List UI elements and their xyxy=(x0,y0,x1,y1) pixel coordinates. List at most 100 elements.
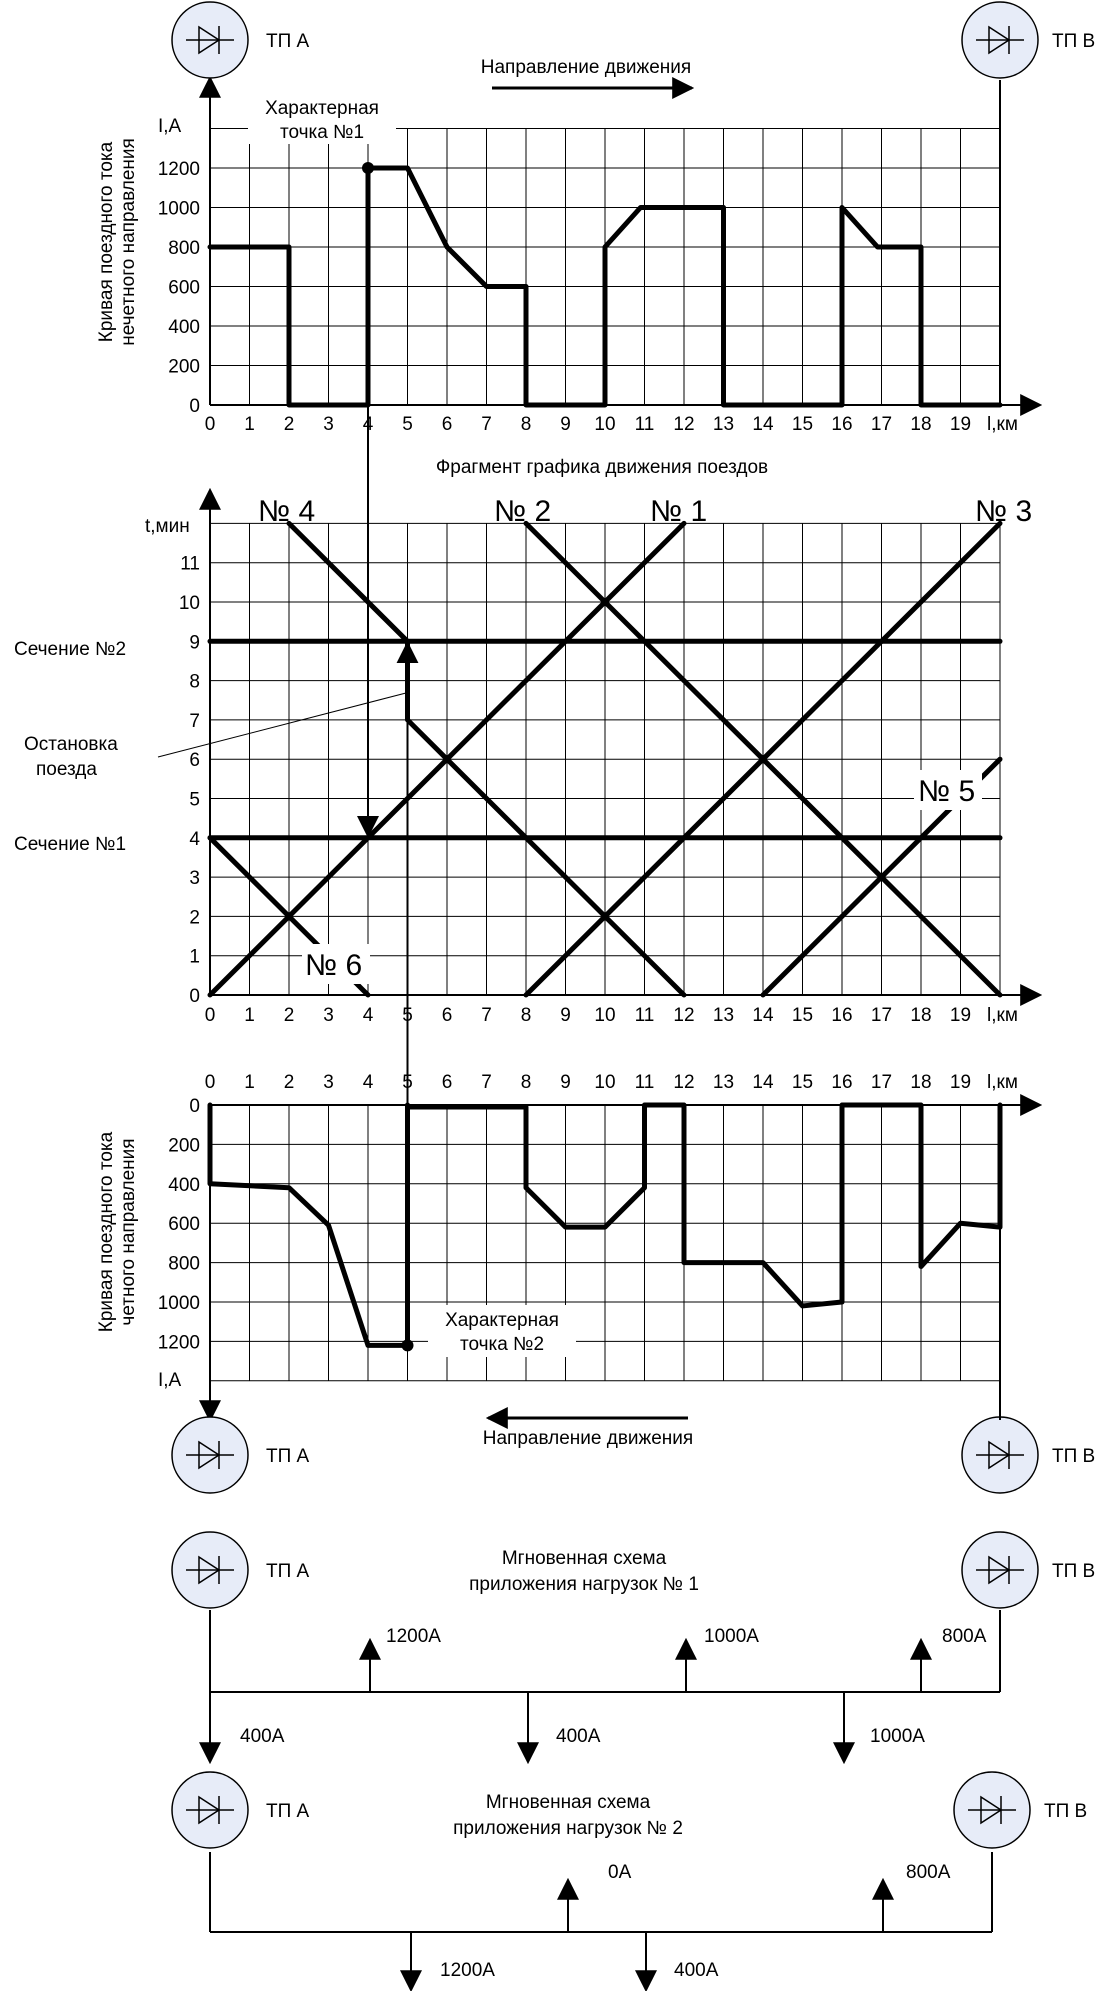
train-label-1: № 1 xyxy=(650,495,707,528)
diode-icon xyxy=(988,1555,1011,1585)
section-lines xyxy=(207,638,1003,841)
scheme-1-title-1: Мгновенная схема xyxy=(502,1548,667,1569)
train-label-4: № 4 xyxy=(258,495,315,528)
top-ytick-4: 800 xyxy=(168,238,200,259)
diode-icon xyxy=(198,1795,221,1825)
substation-a-2: ТП А xyxy=(171,1416,310,1494)
train-label-5-bg xyxy=(914,770,982,810)
sch-xtick-16: 16 xyxy=(831,1005,852,1026)
sch-xtick-11: 11 xyxy=(635,1005,655,1026)
scheme-2-title-1: Мгновенная схема xyxy=(486,1792,651,1813)
bottom-current-curve xyxy=(207,1102,1003,1348)
sch-ytick-6: 6 xyxy=(189,750,200,771)
bottom-point-label-2: точка №2 xyxy=(460,1334,544,1355)
substation-label: ТП В xyxy=(1052,31,1095,52)
top-y-label: I,A xyxy=(158,116,182,137)
top-direction-label: Направление движения xyxy=(481,57,691,78)
sch-xtick-6: 6 xyxy=(442,1005,453,1026)
bot-xtick-8: 8 xyxy=(521,1072,532,1093)
substation-b-5: ТП В xyxy=(961,1531,1095,1609)
diode-icon xyxy=(988,1440,1011,1470)
scheme-2-up-label-2: 800A xyxy=(906,1862,951,1883)
bot-xtick-16: 16 xyxy=(831,1072,852,1093)
scheme-1-title-2: приложения нагрузок № 1 xyxy=(469,1574,699,1595)
top-ytick-3: 600 xyxy=(168,278,200,299)
sch-ytick-5: 5 xyxy=(189,790,200,811)
substation-b-3: ТП В xyxy=(961,1416,1095,1494)
bot-xtick-3: 3 xyxy=(323,1072,334,1093)
substation-a-0: ТП А xyxy=(171,1,310,79)
substation-label: ТП А xyxy=(266,1801,310,1822)
bot-xtick-4: 4 xyxy=(363,1072,374,1093)
train-label-2: № 2 xyxy=(494,495,551,528)
bottom-side-title-2: четного направления xyxy=(118,1138,139,1325)
stop-label-2: поезда xyxy=(36,759,97,780)
scheme-2-title-2: приложения нагрузок № 2 xyxy=(453,1818,683,1839)
section-1-label: Сечение №1 xyxy=(14,834,126,855)
top-xtick-16: 16 xyxy=(831,414,852,435)
top-xtick-9: 9 xyxy=(560,414,571,435)
diode-icon xyxy=(198,1440,221,1470)
bottom-side-title-1: Кривая поездного тока xyxy=(96,1131,117,1332)
sch-xtick-17: 17 xyxy=(871,1005,892,1026)
scheme-2-down-label-2: 400A xyxy=(674,1960,719,1981)
top-xtick-3: 3 xyxy=(323,414,334,435)
top-xtick-12: 12 xyxy=(673,414,694,435)
scheme-2-down-label-1: 1200A xyxy=(440,1960,495,1981)
schedule-title: Фрагмент графика движения поездов xyxy=(436,457,768,478)
sch-xtick-14: 14 xyxy=(752,1005,774,1026)
sch-xtick-4: 4 xyxy=(363,1005,374,1026)
bot-ytick-2: 400 xyxy=(168,1175,200,1196)
scheme-2-wires xyxy=(209,1852,993,1933)
scheme-1-up-label-3: 800A xyxy=(942,1626,987,1647)
top-point-label-1: Характерная xyxy=(265,98,379,119)
bot-xtick-9: 9 xyxy=(560,1072,571,1093)
top-ytick-1: 200 xyxy=(168,357,200,378)
top-xtick-18: 18 xyxy=(910,414,931,435)
bot-xtick-14: 14 xyxy=(752,1072,774,1093)
sch-xtick-19: 19 xyxy=(950,1005,971,1026)
bottom-direction-label: Направление движения xyxy=(483,1428,693,1449)
top-xtick-19: 19 xyxy=(950,414,971,435)
substation-a-4: ТП А xyxy=(171,1531,310,1609)
sch-ytick-11: 11 xyxy=(180,554,200,575)
substations: ТП А ТП В ТП А ТП В ТП А ТП В ТП А ТП В xyxy=(171,1,1095,1849)
top-point-label-2: точка №1 xyxy=(280,122,364,143)
schedule-x-label: l,км xyxy=(987,1005,1018,1026)
scheme-1-down-label-1: 400A xyxy=(240,1726,285,1747)
bottom-point-label-1: Характерная xyxy=(445,1310,559,1331)
bot-ytick-5: 1000 xyxy=(158,1293,200,1314)
bot-xtick-12: 12 xyxy=(673,1072,694,1093)
bot-xtick-7: 7 xyxy=(481,1072,492,1093)
top-xtick-15: 15 xyxy=(792,414,813,435)
bot-xtick-5: 5 xyxy=(402,1072,413,1093)
bot-ytick-3: 600 xyxy=(168,1214,200,1235)
scheme-2-loads xyxy=(400,1877,894,1993)
top-xtick-11: 11 xyxy=(635,414,655,435)
substation-label: ТП В xyxy=(1044,1801,1087,1822)
top-xtick-13: 13 xyxy=(713,414,734,435)
sch-xtick-3: 3 xyxy=(323,1005,334,1026)
top-point-label-bg xyxy=(248,92,396,144)
bot-xtick-19: 19 xyxy=(950,1072,971,1093)
bot-ytick-4: 800 xyxy=(168,1254,200,1275)
top-xtick-8: 8 xyxy=(521,414,532,435)
train-label-3: № 3 xyxy=(975,495,1032,528)
schedule-y-label: t,мин xyxy=(145,516,190,537)
sch-xtick-12: 12 xyxy=(673,1005,694,1026)
scheme-1-up-label-1: 1200A xyxy=(386,1626,441,1647)
stop-leader-line xyxy=(157,692,407,758)
schedule-axes xyxy=(199,487,1043,1006)
bottom-x-label: l,км xyxy=(987,1072,1018,1093)
scheme-1-up-label-2: 1000A xyxy=(704,1626,759,1647)
substation-label: ТП А xyxy=(266,1561,310,1582)
sch-xtick-13: 13 xyxy=(713,1005,734,1026)
sch-ytick-4: 4 xyxy=(189,829,200,850)
top-xtick-10: 10 xyxy=(594,414,615,435)
sch-ytick-7: 7 xyxy=(189,711,200,732)
bot-xtick-6: 6 xyxy=(442,1072,453,1093)
train-label-6: № 6 xyxy=(305,949,362,982)
bot-ytick-0: 0 xyxy=(189,1096,200,1117)
bot-ytick-6: 1200 xyxy=(158,1332,200,1353)
sch-ytick-8: 8 xyxy=(189,672,200,693)
